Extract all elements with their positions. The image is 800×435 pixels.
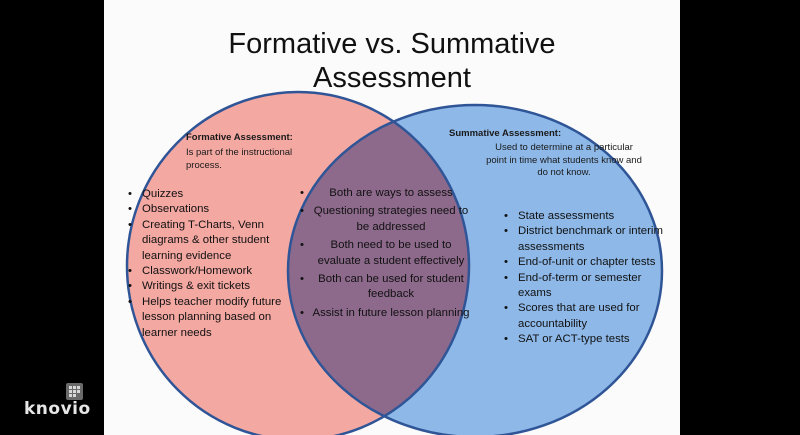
formative-list: Quizzes Observations Creating T-Charts, …: [128, 187, 296, 341]
list-item: Assist in future lesson planning: [300, 306, 470, 322]
list-item: Observations: [128, 202, 296, 218]
list-item: Writings & exit tickets: [128, 279, 296, 295]
formative-description: Is part of the instructional process.: [186, 147, 292, 172]
list-item: SAT or ACT-type tests: [504, 332, 669, 348]
summative-description-line: Used to determine at a particular: [495, 142, 633, 153]
list-item: End-of-unit or chapter tests: [504, 255, 669, 271]
summative-heading: Summative Assessment:: [449, 128, 562, 139]
formative-description-line: Is part of the instructional: [186, 147, 293, 158]
logo-text: knovio: [24, 399, 91, 419]
summative-description-line: point in time what students know and: [486, 154, 642, 166]
list-item: Both can be used for student feedback: [300, 272, 470, 303]
slide-title-line-2: Assessment: [313, 62, 471, 94]
knovio-logo: knovio: [24, 383, 104, 423]
list-item: Creating T-Charts, Venn diagrams & other…: [128, 218, 296, 264]
formative-description-line: process.: [186, 159, 222, 171]
list-item: District benchmark or interim assessment…: [504, 224, 669, 255]
list-item: Both are ways to assess: [300, 186, 470, 202]
list-item: Both need to be used to evaluate a stude…: [300, 238, 470, 269]
list-item: Scores that are used for accountability: [504, 301, 669, 332]
list-item: State assessments: [504, 209, 669, 225]
summative-list: State assessments District benchmark or …: [504, 209, 669, 348]
grid-icon: [66, 383, 83, 400]
both-list: Both are ways to assess Questioning stra…: [300, 186, 470, 324]
list-item: Quizzes: [128, 187, 296, 203]
slide: Formative vs. Summative Assessment Forma…: [104, 0, 680, 435]
summative-description-line: do not know.: [537, 167, 591, 178]
list-item: End-of-term or semester exams: [504, 271, 669, 302]
list-item: Helps teacher modify future lesson plann…: [128, 295, 296, 341]
formative-heading: Formative Assessment:: [186, 132, 293, 143]
list-item: Classwork/Homework: [128, 264, 296, 280]
slide-title-line-1: Formative vs. Summative: [228, 28, 556, 60]
list-item: Questioning strategies need to be addres…: [300, 204, 470, 235]
summative-description: Used to determine at a particular point …: [448, 142, 680, 180]
